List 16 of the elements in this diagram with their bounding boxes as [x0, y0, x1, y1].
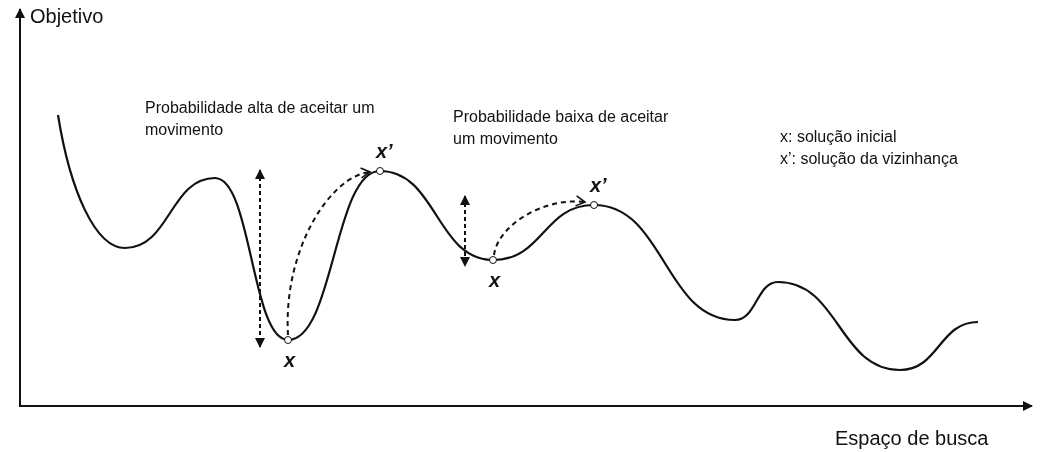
point-label: x’ — [376, 141, 393, 161]
point-marker — [284, 336, 292, 344]
point-label: x — [489, 270, 501, 290]
point-marker — [376, 167, 384, 175]
axis-title: Objetivo — [30, 4, 104, 29]
note-text: x: solução inicial — [780, 127, 897, 147]
arrow — [493, 195, 586, 256]
arrow — [286, 168, 371, 336]
note-text: x’: solução da vizinhança — [780, 149, 958, 169]
annotation-text: Probabilidade baixa de aceitar um movimento — [453, 107, 670, 149]
point-marker — [590, 201, 598, 209]
point-label: x’ — [590, 175, 607, 195]
axis-title: Espaço de busca — [835, 426, 989, 451]
point-label: x — [284, 350, 296, 370]
annotation-text: Probabilidade alta de aceitar um movimento — [145, 98, 375, 140]
point-marker — [489, 256, 497, 264]
